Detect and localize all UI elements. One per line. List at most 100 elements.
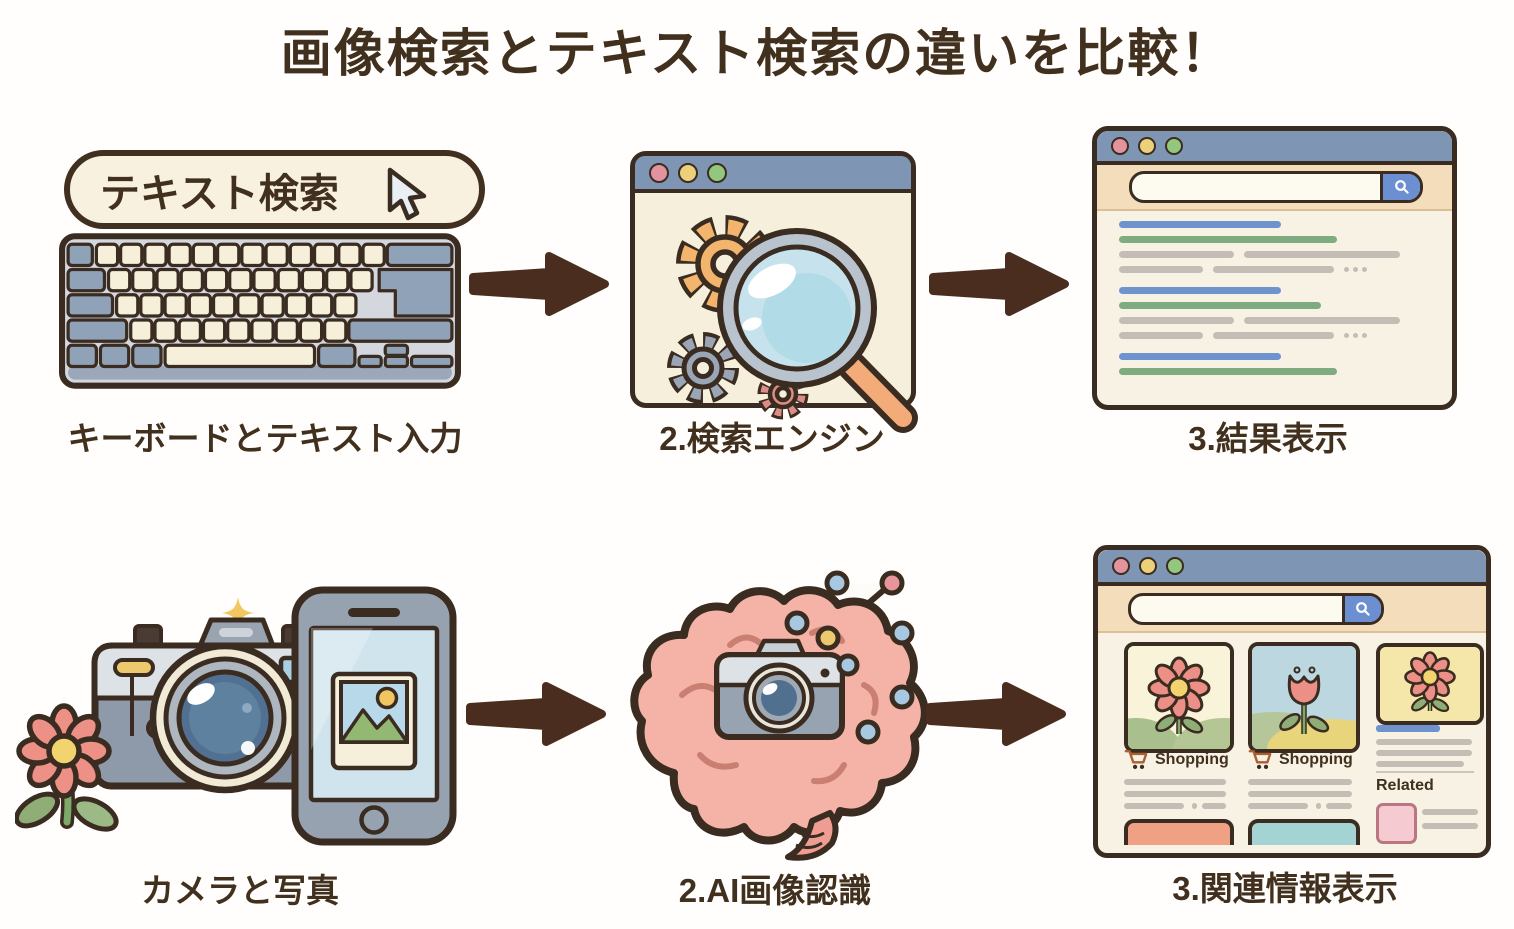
result-line <box>1119 251 1235 258</box>
related-thumbnail <box>1376 803 1417 844</box>
text-flow-step2-caption: 2.検索エンジン <box>659 420 885 457</box>
window-close-icon <box>1111 137 1129 155</box>
magnifying-glass-icon <box>717 228 918 433</box>
shopping-label: Shopping <box>1279 750 1353 768</box>
result-line <box>1119 302 1322 309</box>
tulip-photo <box>1252 646 1356 749</box>
window-title-bar <box>1097 131 1452 165</box>
image-flow-step1-caption: カメラと写真 <box>141 872 339 909</box>
smartphone-illustration <box>291 586 457 846</box>
search-bar-band <box>1097 165 1452 211</box>
result-line <box>1119 353 1281 360</box>
search-input <box>1129 171 1423 203</box>
result-line <box>1248 791 1352 797</box>
result-line <box>1119 266 1203 273</box>
result-line <box>1124 791 1226 797</box>
text-search-pill-label: テキスト検索 <box>100 171 339 216</box>
search-results-list <box>1097 211 1452 375</box>
window-maximize-icon <box>1165 137 1183 155</box>
mouse-cursor-icon <box>387 167 427 221</box>
product-image-card <box>1248 819 1360 845</box>
result-line <box>1212 266 1335 273</box>
window-minimize-icon <box>1138 137 1156 155</box>
ellipsis-dots <box>1344 333 1368 338</box>
result-line <box>1119 287 1281 294</box>
flow-arrow-icon <box>466 682 606 746</box>
result-line <box>1376 739 1472 745</box>
search-engine-window <box>630 151 918 433</box>
result-line <box>1212 332 1335 339</box>
camera-and-photo-illustration <box>15 586 457 846</box>
result-line <box>1119 332 1203 339</box>
result-line <box>1124 779 1226 785</box>
product-image-card <box>1376 643 1484 725</box>
result-line <box>1124 803 1184 809</box>
result-line <box>1326 803 1352 809</box>
search-button <box>1380 174 1420 200</box>
camera-illustration <box>91 617 334 794</box>
result-line <box>1376 725 1440 732</box>
search-input <box>1128 592 1384 625</box>
window-maximize-icon <box>707 162 727 183</box>
flow-arrow-icon <box>926 682 1066 746</box>
search-icon <box>1394 180 1409 194</box>
ellipsis-dots <box>1344 267 1368 272</box>
product-image-card <box>1124 642 1234 753</box>
result-line <box>1376 761 1464 767</box>
search-icon <box>1356 601 1370 616</box>
window-close-icon <box>1112 557 1130 575</box>
ai-brain-illustration <box>630 570 929 861</box>
product-image-card <box>1248 642 1360 753</box>
image-flow-step2-caption: 2.AI画像認識 <box>678 872 872 909</box>
daisy-thumbnail <box>1380 647 1480 721</box>
result-line <box>1202 803 1226 809</box>
search-result-snippet <box>1119 353 1430 375</box>
window-close-icon <box>649 162 669 183</box>
divider <box>1376 771 1474 773</box>
window-title-bar <box>1098 550 1486 586</box>
result-line <box>1422 823 1478 829</box>
search-bar-band <box>1098 586 1486 633</box>
result-line <box>1119 317 1235 324</box>
shopping-tag: Shopping <box>1124 748 1229 771</box>
search-button <box>1342 595 1381 622</box>
text-flow-step3-caption: 3.結果表示 <box>1188 420 1348 457</box>
related-results-window: Shopping Shopping <box>1093 545 1491 858</box>
product-image-card <box>1124 819 1234 845</box>
result-line <box>1119 368 1337 375</box>
search-results-window <box>1092 126 1457 410</box>
window-minimize-icon <box>1139 557 1157 575</box>
result-line <box>1244 251 1400 258</box>
shopping-cart-icon <box>1124 749 1148 770</box>
result-line <box>1376 750 1472 756</box>
result-line <box>1119 236 1337 243</box>
result-line <box>1248 803 1308 809</box>
shopping-results-grid: Shopping Shopping <box>1098 633 1486 845</box>
camera-icon <box>714 638 845 740</box>
window-title-bar <box>635 156 911 193</box>
result-line <box>1192 803 1197 809</box>
flow-arrow-icon <box>469 252 609 316</box>
related-heading: Related <box>1376 777 1434 794</box>
gear-icon <box>667 332 739 404</box>
result-line <box>1316 803 1321 809</box>
result-line <box>1119 221 1281 228</box>
keyboard-illustration <box>59 233 461 389</box>
gears-and-magnifier-illustration <box>667 215 918 433</box>
daisy-photo <box>1128 646 1230 749</box>
shopping-cart-icon <box>1248 749 1272 770</box>
shopping-label: Shopping <box>1155 750 1229 768</box>
page-title: 画像検索とテキスト検索の違いを比較！ <box>280 25 1234 82</box>
flower-illustration <box>15 703 119 832</box>
result-line <box>1422 809 1478 815</box>
shopping-tag: Shopping <box>1248 748 1353 771</box>
result-line <box>1248 779 1352 785</box>
window-minimize-icon <box>678 162 698 183</box>
text-flow-step1-caption: キーボードとテキスト入力 <box>67 420 463 457</box>
image-flow-step3-caption: 3.関連情報表示 <box>1172 870 1398 907</box>
window-maximize-icon <box>1166 557 1184 575</box>
flow-arrow-icon <box>929 252 1069 316</box>
search-result-snippet <box>1119 221 1430 273</box>
result-line <box>1244 317 1400 324</box>
